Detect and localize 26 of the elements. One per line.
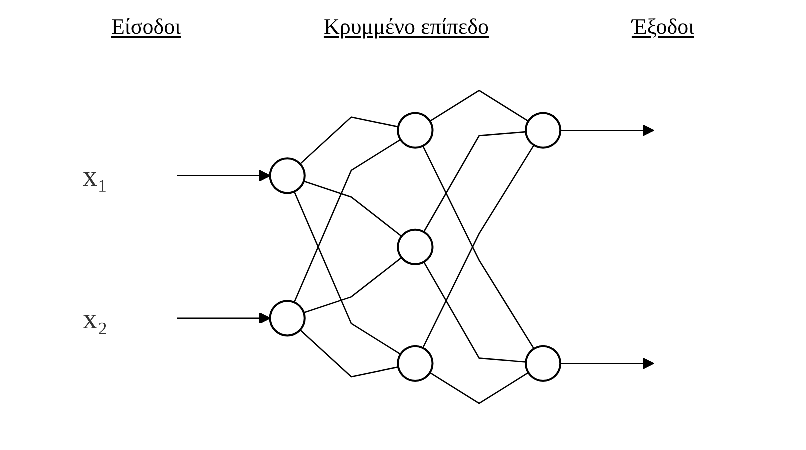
neuron-circle	[397, 346, 434, 382]
neuron-circle	[524, 346, 562, 382]
neuron-circle	[397, 112, 434, 150]
column-heading: Έξοδοι	[632, 14, 694, 41]
column-heading: Κρυμμένο επίπεδο	[324, 14, 489, 41]
arrow	[177, 170, 271, 182]
connector	[294, 140, 402, 304]
neuron-circle	[397, 229, 434, 266]
connector	[304, 258, 402, 314]
connector	[294, 192, 402, 356]
input-label: x₁	[82, 160, 108, 193]
neuron-circle	[269, 158, 306, 195]
neuron-circle	[524, 112, 562, 150]
connector	[300, 330, 399, 378]
connector	[304, 181, 402, 238]
arrow	[560, 358, 654, 370]
connector	[300, 116, 399, 166]
input-label: x₂	[82, 302, 108, 336]
arrow	[177, 312, 271, 325]
connector	[423, 132, 526, 233]
arrow	[560, 125, 654, 137]
connector	[430, 90, 529, 122]
neuron-circle	[269, 300, 306, 338]
connector	[430, 372, 529, 405]
column-heading: Είσοδοι	[111, 14, 181, 41]
connector	[423, 262, 526, 364]
